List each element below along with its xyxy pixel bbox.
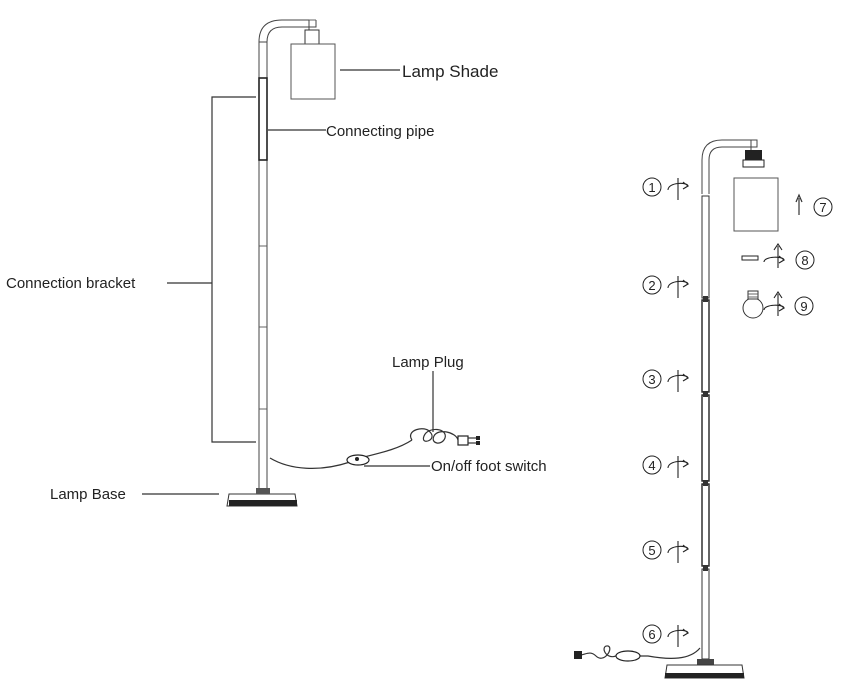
- step-6: 6: [642, 624, 689, 647]
- step-number: 6: [648, 627, 655, 642]
- step-7: 7: [813, 197, 833, 217]
- step-number: 8: [801, 253, 808, 268]
- lamp-plug: [457, 435, 469, 446]
- step-number: 9: [800, 299, 807, 314]
- rotate-icon: [667, 178, 689, 200]
- exploded-arm: [701, 139, 752, 194]
- step-number: 4: [648, 458, 655, 473]
- rotate-icon: [667, 456, 689, 478]
- rotate-icon: [667, 625, 689, 647]
- lamp-shade: [290, 43, 336, 100]
- rotate-icon: [763, 243, 785, 268]
- step-4: 4: [642, 455, 689, 478]
- exploded-foot-switch: [615, 650, 641, 662]
- step-number: 3: [648, 372, 655, 387]
- step-number: 5: [648, 543, 655, 558]
- lamp-socket: [304, 29, 320, 45]
- tube-segment-2: [701, 299, 710, 393]
- bulb-icon: [742, 290, 764, 319]
- tube-segment-1: [701, 195, 710, 299]
- rotate-icon: [667, 541, 689, 563]
- rotate-icon: [763, 291, 785, 316]
- label-lamp-base: Lamp Base: [50, 486, 126, 503]
- label-connecting-pipe: Connecting pipe: [326, 123, 434, 140]
- lamp-ring: [741, 255, 759, 261]
- tube-segment-5: [701, 568, 710, 660]
- step-2: 2: [642, 275, 689, 298]
- tube-segment-3: [701, 394, 710, 482]
- step-3: 3: [642, 369, 689, 392]
- power-cord: [269, 439, 413, 469]
- step-number: 1: [648, 180, 655, 195]
- step-1: 1: [642, 177, 689, 200]
- rotate-icon: [667, 276, 689, 298]
- connecting-pipe-section: [258, 77, 268, 161]
- exploded-shade: [733, 177, 779, 232]
- label-lamp-shade: Lamp Shade: [402, 62, 498, 81]
- step-number: 7: [819, 200, 826, 215]
- rotate-icon: [667, 370, 689, 392]
- exploded-cord: [620, 647, 701, 659]
- label-foot-switch: On/off foot switch: [431, 458, 547, 475]
- step-number: 2: [648, 278, 655, 293]
- tube-segment-4: [701, 483, 710, 567]
- lamp-arm: [258, 19, 310, 43]
- step-8: 8: [763, 243, 815, 270]
- step-9: 9: [763, 291, 814, 316]
- label-lamp-plug: Lamp Plug: [392, 354, 464, 371]
- labeled-lamp: Lamp Shade Connecting pipe Connection br…: [6, 19, 547, 507]
- label-connection-bracket: Connection bracket: [6, 275, 136, 292]
- connection-bracket: [211, 96, 256, 443]
- exploded-lamp: [574, 139, 803, 679]
- step-5: 5: [642, 540, 689, 563]
- step-markers: 1 2 3 4 5 6 7: [642, 177, 833, 647]
